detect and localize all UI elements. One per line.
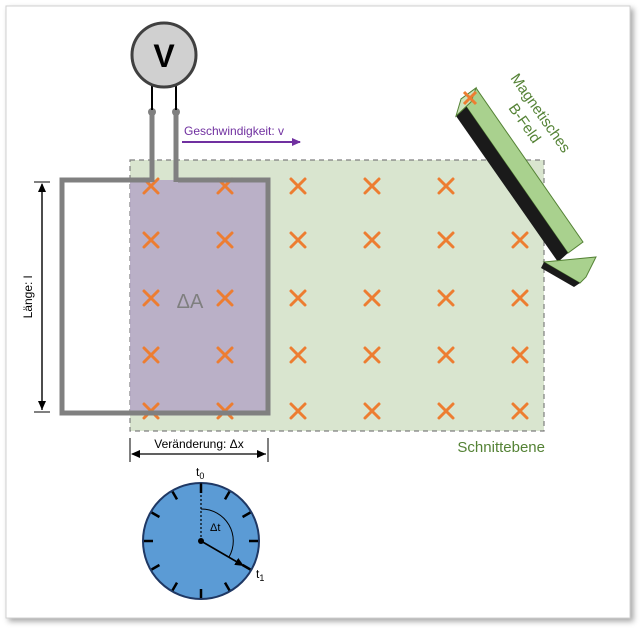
t1-label: t1: [256, 567, 264, 583]
field-cross: [437, 231, 455, 249]
field-cross: [437, 289, 455, 307]
field-cross: [142, 346, 160, 364]
field-cross: [511, 346, 529, 364]
field-cross: [363, 231, 381, 249]
dx-label: Veränderung: Δx: [154, 437, 243, 451]
b-field-tail-cross: [462, 90, 478, 106]
t0-label: t0: [196, 465, 204, 481]
field-cross: [363, 177, 381, 195]
clock-ticks: [144, 484, 258, 598]
field-cross: [363, 402, 381, 420]
field-cross: [289, 177, 307, 195]
conductor-loop: [59, 177, 271, 416]
plane-label: Schnittebene: [457, 439, 545, 456]
field-cross: [289, 289, 307, 307]
field-cross: [511, 402, 529, 420]
field-cross: [511, 231, 529, 249]
length-label: Länge: l: [21, 276, 35, 319]
clock-dt-label: Δt: [210, 522, 220, 534]
field-cross: [216, 231, 234, 249]
field-cross: [289, 346, 307, 364]
clock-tick: [223, 491, 231, 501]
field-cross: [437, 177, 455, 195]
field-cross: [216, 289, 234, 307]
field-cross: [437, 402, 455, 420]
clock-tick: [171, 581, 179, 591]
field-cross: [363, 289, 381, 307]
voltmeter-symbol: V: [153, 38, 175, 74]
clock-hand-t1: [200, 540, 245, 567]
field-cross: [142, 289, 160, 307]
field-cross: [142, 231, 160, 249]
area-label: ΔA: [177, 291, 204, 313]
clock-arc: [200, 508, 234, 558]
clock-center: [198, 538, 204, 544]
voltmeter: [130, 21, 198, 89]
field-cross: [216, 346, 234, 364]
b-field-arrowhead-side: [541, 262, 580, 287]
clock-tick: [151, 511, 161, 519]
field-cross: [437, 346, 455, 364]
field-cross: [289, 402, 307, 420]
clock-tick: [171, 491, 179, 501]
clock-tick: [151, 563, 161, 571]
terminal-left: [148, 108, 156, 116]
field-cross: [511, 289, 529, 307]
clock-tick: [241, 511, 251, 519]
terminal-right: [172, 108, 180, 116]
field-cross: [289, 231, 307, 249]
field-cross: [363, 346, 381, 364]
b-field-arrow: [455, 86, 597, 287]
clock-tick: [223, 581, 231, 591]
b-field-arrow-side: [456, 99, 568, 262]
clock: Δt: [142, 482, 260, 600]
velocity-label: Geschwindigkeit: v: [184, 124, 284, 138]
